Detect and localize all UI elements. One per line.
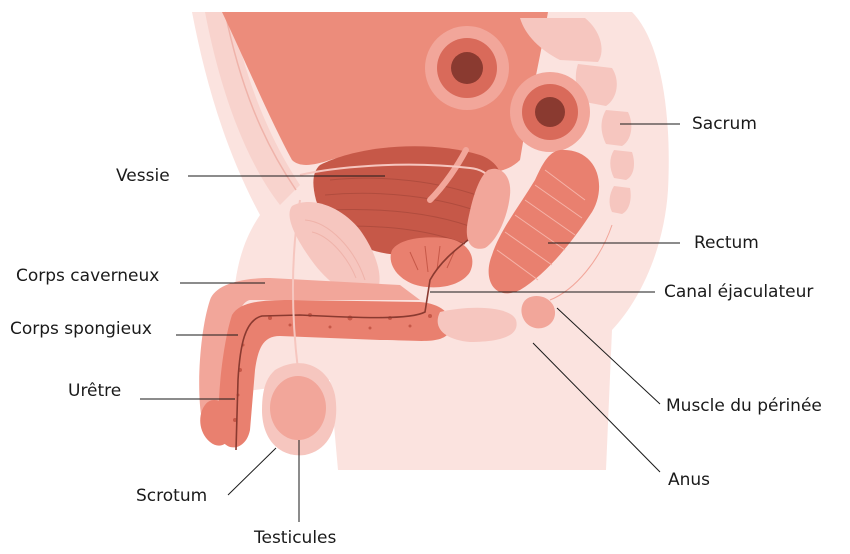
intestine-loop-upper (425, 26, 509, 110)
label-anus: Anus (668, 470, 710, 490)
label-testicules: Testicules (254, 528, 336, 548)
label-corps-caverneux: Corps caverneux (16, 266, 159, 286)
sacrum-segment-4 (610, 150, 634, 180)
testicle (270, 376, 326, 440)
label-scrotum: Scrotum (136, 486, 207, 506)
leader-scrotum (228, 448, 276, 495)
label-sacrum: Sacrum (692, 114, 757, 134)
label-vessie: Vessie (116, 166, 170, 186)
intestine-loop-lower (510, 72, 590, 152)
sacrum-segment-3 (602, 110, 632, 146)
label-rectum: Rectum (694, 233, 759, 253)
label-uretre: Urêtre (68, 381, 121, 401)
label-corps-spongieux: Corps spongieux (10, 319, 152, 339)
label-canal-ejaculateur: Canal éjaculateur (664, 282, 813, 302)
label-muscle-perinee: Muscle du périnée (666, 396, 822, 416)
penile-bulb (438, 308, 517, 342)
